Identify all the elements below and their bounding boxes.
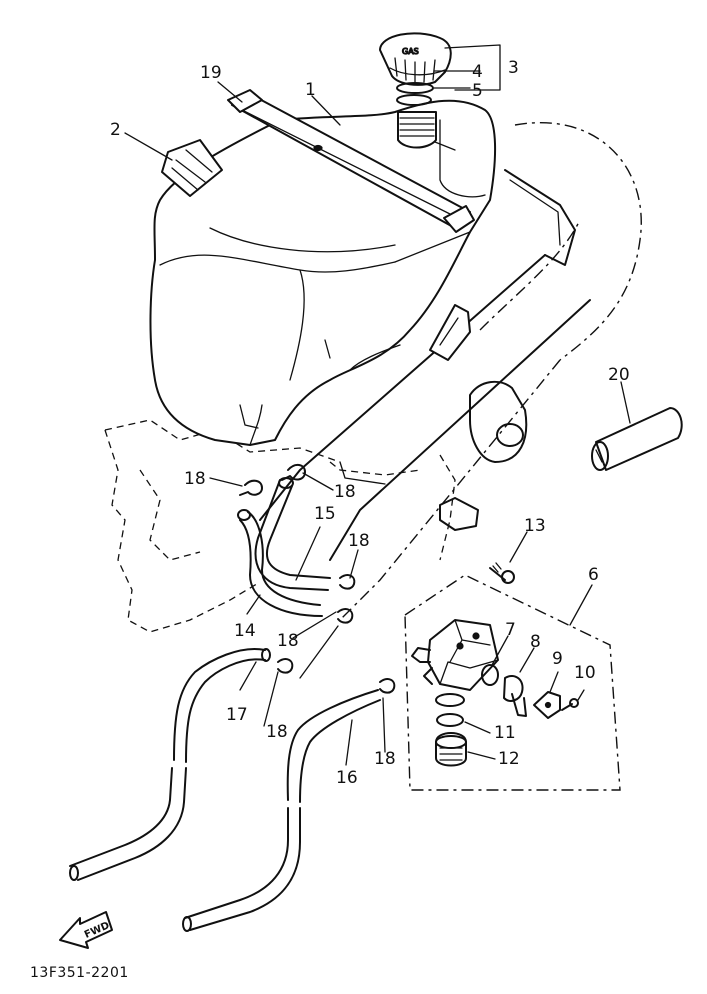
callout-3: 3 [508,58,519,78]
tank-strap [227,89,475,233]
callout-10: 10 [574,663,596,683]
forward-arrow: FWD [59,911,113,949]
callout-5: 5 [472,81,483,101]
callout-14: 14 [234,621,256,641]
hose-clips [239,464,396,694]
hose-17 [69,648,271,881]
callout-20: 20 [608,365,630,385]
callout-1: 1 [305,80,316,100]
callout-9: 9 [552,649,563,669]
hose-16 [182,689,381,932]
engine-outline [104,419,456,633]
callout-7: 7 [505,620,516,640]
hose-14 [237,509,323,617]
callout-8: 8 [530,632,541,652]
hose-15 [254,477,331,591]
drawing-code: 13F351-2201 [30,965,129,981]
callout-18b: 18 [334,482,356,502]
bolt-13 [489,562,515,584]
leader-lines [124,44,631,766]
callout-16: 16 [336,768,358,788]
cap-marking: GAS [402,47,419,56]
callout-13: 13 [524,516,546,536]
frame-spine [259,169,591,561]
callout-4: 4 [472,62,483,82]
tank-pad [161,139,223,197]
callout-12: 12 [498,749,520,769]
callout-11: 11 [494,723,516,743]
callout-2: 2 [110,120,121,140]
callout-18a: 18 [184,469,206,489]
callout-18e: 18 [266,722,288,742]
protector-sleeve [591,407,683,471]
callout-18c: 18 [348,531,370,551]
fuel-cock [411,619,579,767]
callout-15: 15 [314,504,336,524]
callout-17: 17 [226,705,248,725]
callout-6: 6 [588,565,599,585]
callout-numbers: 1 2 3 4 5 6 7 8 9 10 11 12 13 14 15 16 1… [110,58,630,788]
callout-18f: 18 [374,749,396,769]
fuel-cap: GAS [379,32,452,106]
fuel-cock-boundary [404,574,621,791]
callout-18d: 18 [277,631,299,651]
callout-19: 19 [200,63,222,83]
